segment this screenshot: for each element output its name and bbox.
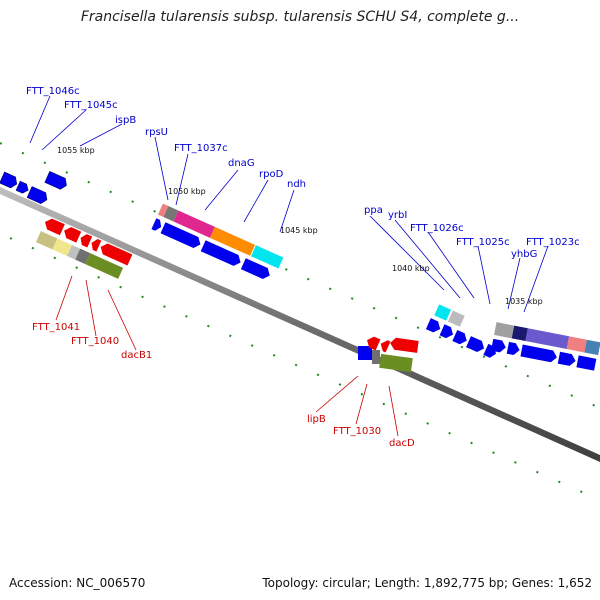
gene-block[interactable] [75, 248, 91, 265]
gene-cluster-middle [151, 203, 284, 281]
gene-label: FTT_1041 [32, 322, 80, 333]
gene-label: FTT_1040 [71, 336, 119, 347]
lower-dotted-track [9, 237, 600, 501]
gene-arrow[interactable] [425, 318, 443, 334]
genome-backbone [0, 187, 600, 462]
gene-block[interactable] [584, 339, 600, 356]
gene-labels-top: FTT_1046c FTT_1045c ispB rpsU FTT_1037c … [26, 86, 580, 260]
gene-arrow[interactable] [520, 344, 558, 364]
gene-block[interactable] [173, 210, 215, 238]
gene-block[interactable] [67, 245, 81, 260]
gene-label: dacD [389, 438, 415, 449]
gene-cluster-reverse-left [36, 217, 133, 279]
tick-label: 1035 kbp [505, 297, 543, 306]
gene-arrow[interactable] [151, 218, 163, 232]
gene-arrow[interactable] [43, 217, 65, 236]
gene-block[interactable] [372, 350, 380, 364]
gene-cluster-right [425, 304, 600, 371]
gene-arrow[interactable] [466, 336, 486, 354]
gene-block[interactable] [251, 245, 284, 269]
gene-arrow[interactable] [490, 338, 507, 353]
gene-block[interactable] [52, 238, 72, 256]
gene-block[interactable] [511, 325, 528, 342]
topology-summary: Topology: circular; Length: 1,892,775 bp… [262, 576, 592, 590]
gene-arrow[interactable] [98, 241, 133, 266]
gene-label: FTT_1025c [456, 237, 510, 248]
gene-arrow[interactable] [439, 324, 456, 340]
gene-label: FTT_1030 [333, 426, 381, 437]
gene-arrow[interactable] [78, 232, 93, 248]
gene-arrow[interactable] [62, 225, 82, 243]
gene-label: yhbG [511, 249, 537, 260]
gene-label: ndh [287, 179, 306, 190]
gene-label: lipB [307, 414, 326, 425]
gene-label: rpsU [145, 127, 168, 138]
gene-arrow[interactable] [89, 237, 102, 252]
gene-block[interactable] [163, 206, 179, 222]
gene-block[interactable] [447, 310, 465, 327]
gene-label: yrbI [388, 210, 407, 221]
gene-arrow[interactable] [200, 240, 243, 268]
gene-cluster-left [0, 171, 69, 206]
gene-label: dacB1 [121, 350, 152, 361]
gene-label: rpoD [259, 169, 284, 180]
gene-label: FTT_1037c [174, 143, 228, 154]
gene-label: FTT_1045c [64, 100, 118, 111]
gene-block[interactable] [525, 328, 570, 350]
tick-label: 1055 kbp [57, 146, 95, 155]
tick-label: 1040 kbp [392, 264, 430, 273]
tick-labels: 1055 kbp 1050 kbp 1045 kbp 1040 kbp 1035… [57, 146, 543, 306]
gene-block[interactable] [36, 231, 58, 250]
gene-arrow[interactable] [389, 337, 419, 353]
gene-arrow[interactable] [365, 335, 381, 351]
gene-arrow[interactable] [160, 222, 203, 250]
gene-label: FTT_1023c [526, 237, 580, 248]
gene-label: ppa [364, 205, 383, 216]
gene-label: dnaG [228, 158, 255, 169]
gene-block[interactable] [434, 304, 452, 321]
gene-arrow[interactable] [0, 171, 19, 189]
gene-block[interactable] [379, 353, 413, 373]
accession-text: Accession: NC_006570 [9, 576, 146, 590]
gene-arrow[interactable] [378, 338, 391, 353]
gene-arrow[interactable] [44, 171, 69, 191]
gene-arrow[interactable] [240, 258, 272, 281]
gene-arrow[interactable] [506, 341, 521, 356]
gene-block[interactable] [157, 203, 169, 218]
gene-arrow[interactable] [15, 180, 30, 195]
tick-label: 1050 kbp [168, 187, 206, 196]
leader-lines-top [29, 95, 549, 313]
map-title: Francisella tularensis subsp. tularensis… [80, 9, 520, 25]
gene-block[interactable] [358, 346, 372, 360]
gene-label: FTT_1046c [26, 86, 80, 97]
gene-block[interactable] [566, 336, 587, 353]
gene-labels-bottom: FTT_1041 FTT_1040 dacB1 lipB FTT_1030 da… [32, 322, 415, 449]
gene-arrow[interactable] [26, 186, 49, 206]
gene-block[interactable] [209, 226, 256, 256]
gene-arrow[interactable] [557, 351, 577, 367]
gene-block[interactable] [85, 253, 124, 279]
gene-arrow[interactable] [452, 330, 469, 346]
gene-label: ispB [115, 115, 136, 126]
gene-cluster-reverse-center [358, 335, 419, 373]
leader-lines-bottom [55, 275, 399, 437]
tick-label: 1045 kbp [280, 226, 318, 235]
gene-block[interactable] [494, 322, 515, 339]
gene-arrow[interactable] [576, 355, 597, 371]
gene-label: FTT_1026c [410, 223, 464, 234]
